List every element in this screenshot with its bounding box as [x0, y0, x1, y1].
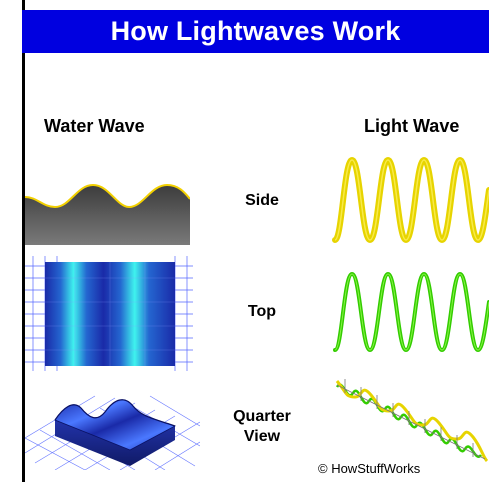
title-banner: How Lightwaves Work	[22, 10, 489, 53]
quarter-view-ridge	[54, 399, 176, 427]
row-label-quarter-line1: Quarter	[233, 408, 291, 425]
water-wave-heading: Water Wave	[44, 116, 145, 136]
light-quarter-yellow-wave	[335, 380, 489, 463]
row-label-side: Side	[245, 192, 279, 209]
water-wave-side-view	[25, 183, 190, 245]
top-view-wave-surface	[45, 262, 175, 366]
water-side-crest	[25, 183, 190, 209]
copyright-credit: © HowStuffWorks	[318, 461, 421, 476]
light-side-wave	[332, 156, 489, 244]
quarter-view-front-face	[55, 420, 175, 466]
light-top-wave	[333, 271, 489, 353]
light-quarter-axis-lines	[336, 379, 486, 460]
row-label-top: Top	[247, 303, 277, 320]
page-title: How Lightwaves Work	[110, 16, 401, 46]
left-border-line	[22, 0, 25, 482]
top-view-grid-overlay	[45, 262, 175, 366]
row-label-quarter-view: Quarter View	[222, 407, 302, 447]
light-wave-heading: Light Wave	[364, 116, 460, 136]
water-wave-top-view	[25, 256, 193, 371]
light-wave-top-view	[333, 271, 489, 353]
light-wave-side-view	[332, 156, 489, 244]
water-wave-quarter-view	[25, 395, 200, 470]
row-label-quarter-line2: View	[243, 428, 281, 445]
water-side-body	[25, 185, 190, 245]
light-wave-quarter-view	[335, 379, 489, 463]
